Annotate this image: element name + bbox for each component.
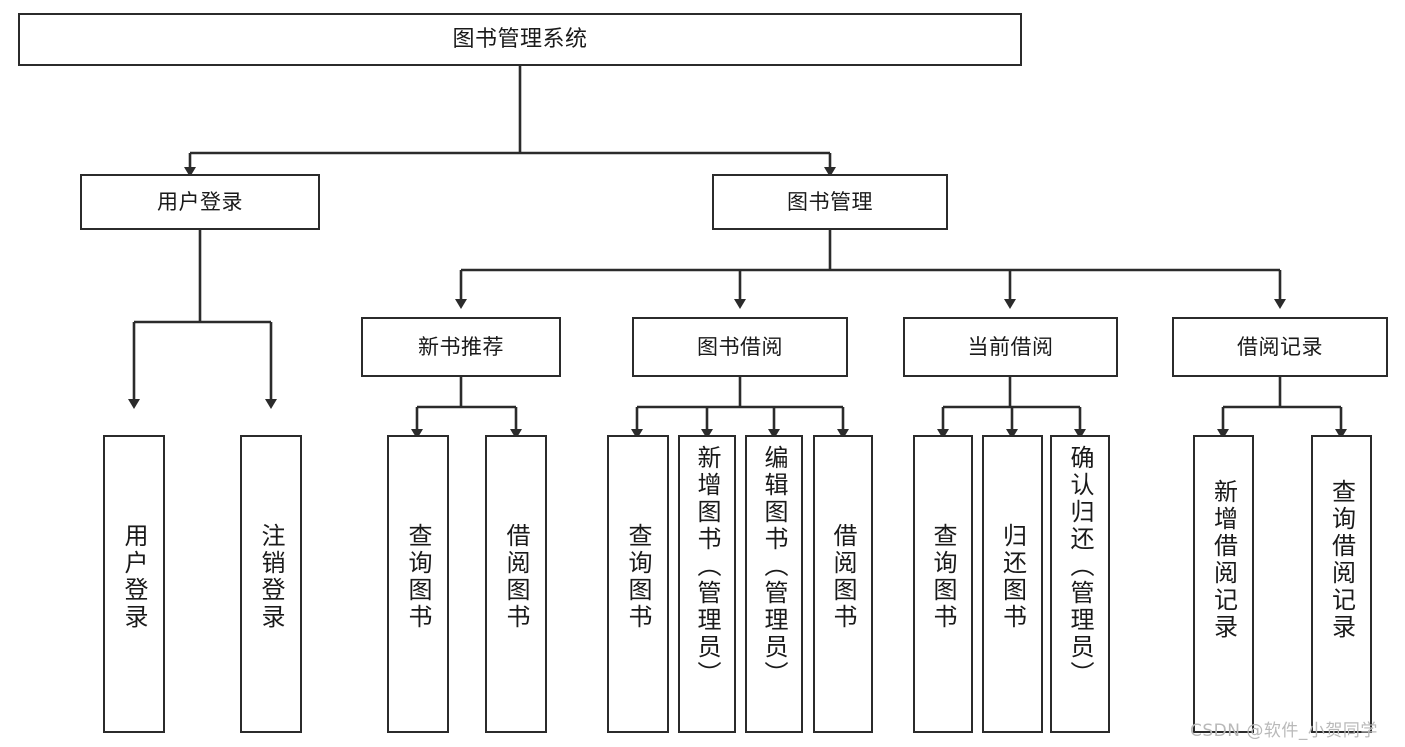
node-leaf-return-book-label: 归还图书 bbox=[998, 523, 1027, 631]
node-new-book-recommend-label: 新书推荐 bbox=[418, 334, 504, 359]
node-leaf-confirm-return[interactable]: 确认归还（管理员） bbox=[1050, 435, 1110, 733]
node-borrow-record-label: 借阅记录 bbox=[1237, 334, 1323, 359]
node-leaf-add-book[interactable]: 新增图书（管理员） bbox=[678, 435, 736, 733]
node-book-borrow-label: 图书借阅 bbox=[697, 334, 783, 359]
node-leaf-return-book[interactable]: 归还图书 bbox=[982, 435, 1043, 733]
node-book-management[interactable]: 图书管理 bbox=[712, 174, 948, 230]
node-leaf-query-book-3-label: 查询图书 bbox=[929, 523, 957, 631]
node-leaf-query-book-1-label: 查询图书 bbox=[404, 523, 432, 631]
node-leaf-query-book-1[interactable]: 查询图书 bbox=[387, 435, 449, 733]
csdn-watermark: CSDN @软件_小贺同学 bbox=[1190, 721, 1378, 741]
node-current-borrow[interactable]: 当前借阅 bbox=[903, 317, 1118, 377]
node-book-management-label: 图书管理 bbox=[787, 189, 873, 214]
node-root-label: 图书管理系统 bbox=[452, 26, 588, 52]
node-leaf-query-record-label: 查询借阅记录 bbox=[1327, 479, 1356, 641]
node-leaf-borrow-book-2-label: 借阅图书 bbox=[829, 523, 857, 631]
node-leaf-add-record-label: 新增借阅记录 bbox=[1209, 479, 1238, 641]
node-current-borrow-label: 当前借阅 bbox=[967, 334, 1054, 359]
node-leaf-edit-book[interactable]: 编辑图书（管理员） bbox=[745, 435, 803, 733]
node-leaf-user-logout[interactable]: 注销登录 bbox=[240, 435, 302, 733]
node-leaf-query-book-3[interactable]: 查询图书 bbox=[913, 435, 973, 733]
node-leaf-user-logout-label: 注销登录 bbox=[257, 523, 285, 631]
node-user-login-label: 用户登录 bbox=[157, 189, 243, 214]
node-root[interactable]: 图书管理系统 bbox=[18, 13, 1022, 66]
node-leaf-add-record[interactable]: 新增借阅记录 bbox=[1193, 435, 1254, 733]
node-leaf-borrow-book-1[interactable]: 借阅图书 bbox=[485, 435, 547, 733]
node-leaf-query-book-2-label: 查询图书 bbox=[624, 523, 652, 631]
node-borrow-record[interactable]: 借阅记录 bbox=[1172, 317, 1388, 377]
node-leaf-query-book-2[interactable]: 查询图书 bbox=[607, 435, 669, 733]
node-leaf-user-login-label: 用户登录 bbox=[120, 523, 148, 631]
node-leaf-edit-book-label: 编辑图书（管理员） bbox=[760, 445, 788, 688]
node-user-login[interactable]: 用户登录 bbox=[80, 174, 320, 230]
node-leaf-add-book-label: 新增图书（管理员） bbox=[693, 445, 721, 688]
node-leaf-borrow-book-2[interactable]: 借阅图书 bbox=[813, 435, 873, 733]
node-leaf-borrow-book-1-label: 借阅图书 bbox=[502, 523, 530, 631]
node-new-book-recommend[interactable]: 新书推荐 bbox=[361, 317, 561, 377]
node-leaf-query-record[interactable]: 查询借阅记录 bbox=[1311, 435, 1372, 733]
node-leaf-user-login[interactable]: 用户登录 bbox=[103, 435, 165, 733]
node-book-borrow[interactable]: 图书借阅 bbox=[632, 317, 848, 377]
node-leaf-confirm-return-label: 确认归还（管理员） bbox=[1066, 445, 1094, 688]
